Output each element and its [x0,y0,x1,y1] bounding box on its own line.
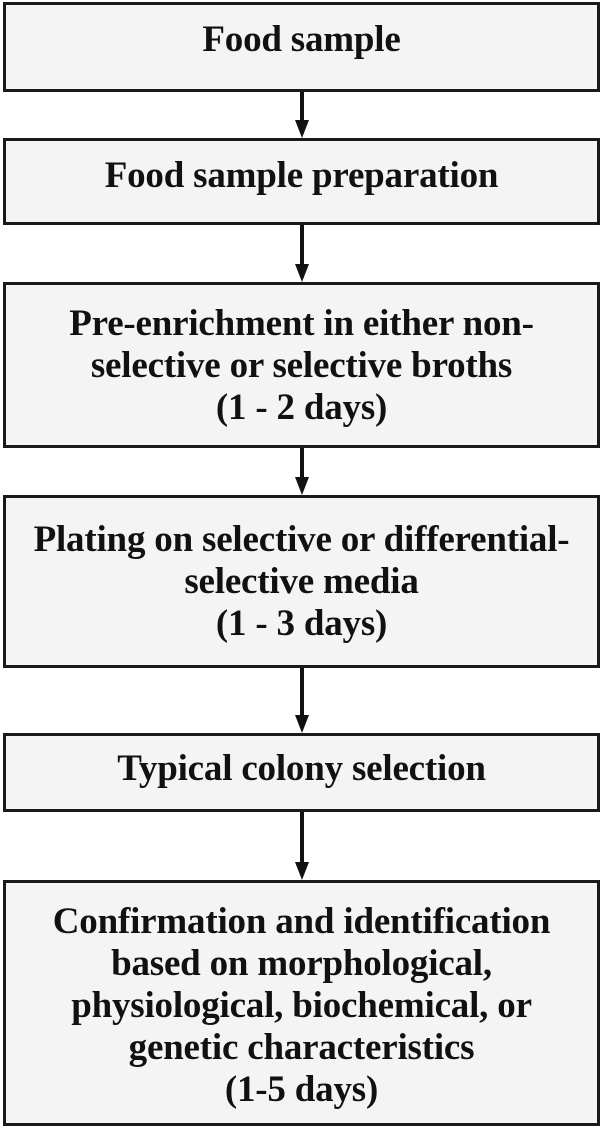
flow-node-pre-enrichment[interactable]: Pre-enrichment in either non- selective … [3,282,600,448]
flow-node-label: Food sample [202,19,401,60]
arrow-head [295,120,309,138]
arrow-shaft [300,448,304,479]
flow-node-label: Typical colony selection [117,748,486,789]
arrow-head [295,862,309,880]
down-arrow-icon [295,92,309,138]
arrow-head [295,477,309,495]
flow-node-label: Food sample preparation [104,155,499,196]
flow-node-typical-colony-selection[interactable]: Typical colony selection [3,733,600,812]
arrow-shaft [300,668,304,716]
arrow-shaft [300,225,304,265]
flow-node-food-sample-preparation[interactable]: Food sample preparation [3,138,600,225]
flow-node-plating[interactable]: Plating on selective or differential- se… [3,495,600,668]
down-arrow-icon [295,668,309,733]
down-arrow-icon [295,225,309,282]
flow-node-confirmation-identification[interactable]: Confirmation and identification based on… [3,880,600,1126]
arrow-shaft [300,92,304,122]
flow-node-food-sample[interactable]: Food sample [3,2,600,92]
arrow-shaft [300,812,304,863]
arrow-head [295,715,309,733]
down-arrow-icon [295,812,309,880]
arrow-head [295,264,309,282]
flow-node-label: Confirmation and identification based on… [52,901,551,1110]
down-arrow-icon [295,448,309,495]
flow-node-label: Plating on selective or differential- se… [33,519,570,644]
flow-node-label: Pre-enrichment in either non- selective … [69,303,534,428]
